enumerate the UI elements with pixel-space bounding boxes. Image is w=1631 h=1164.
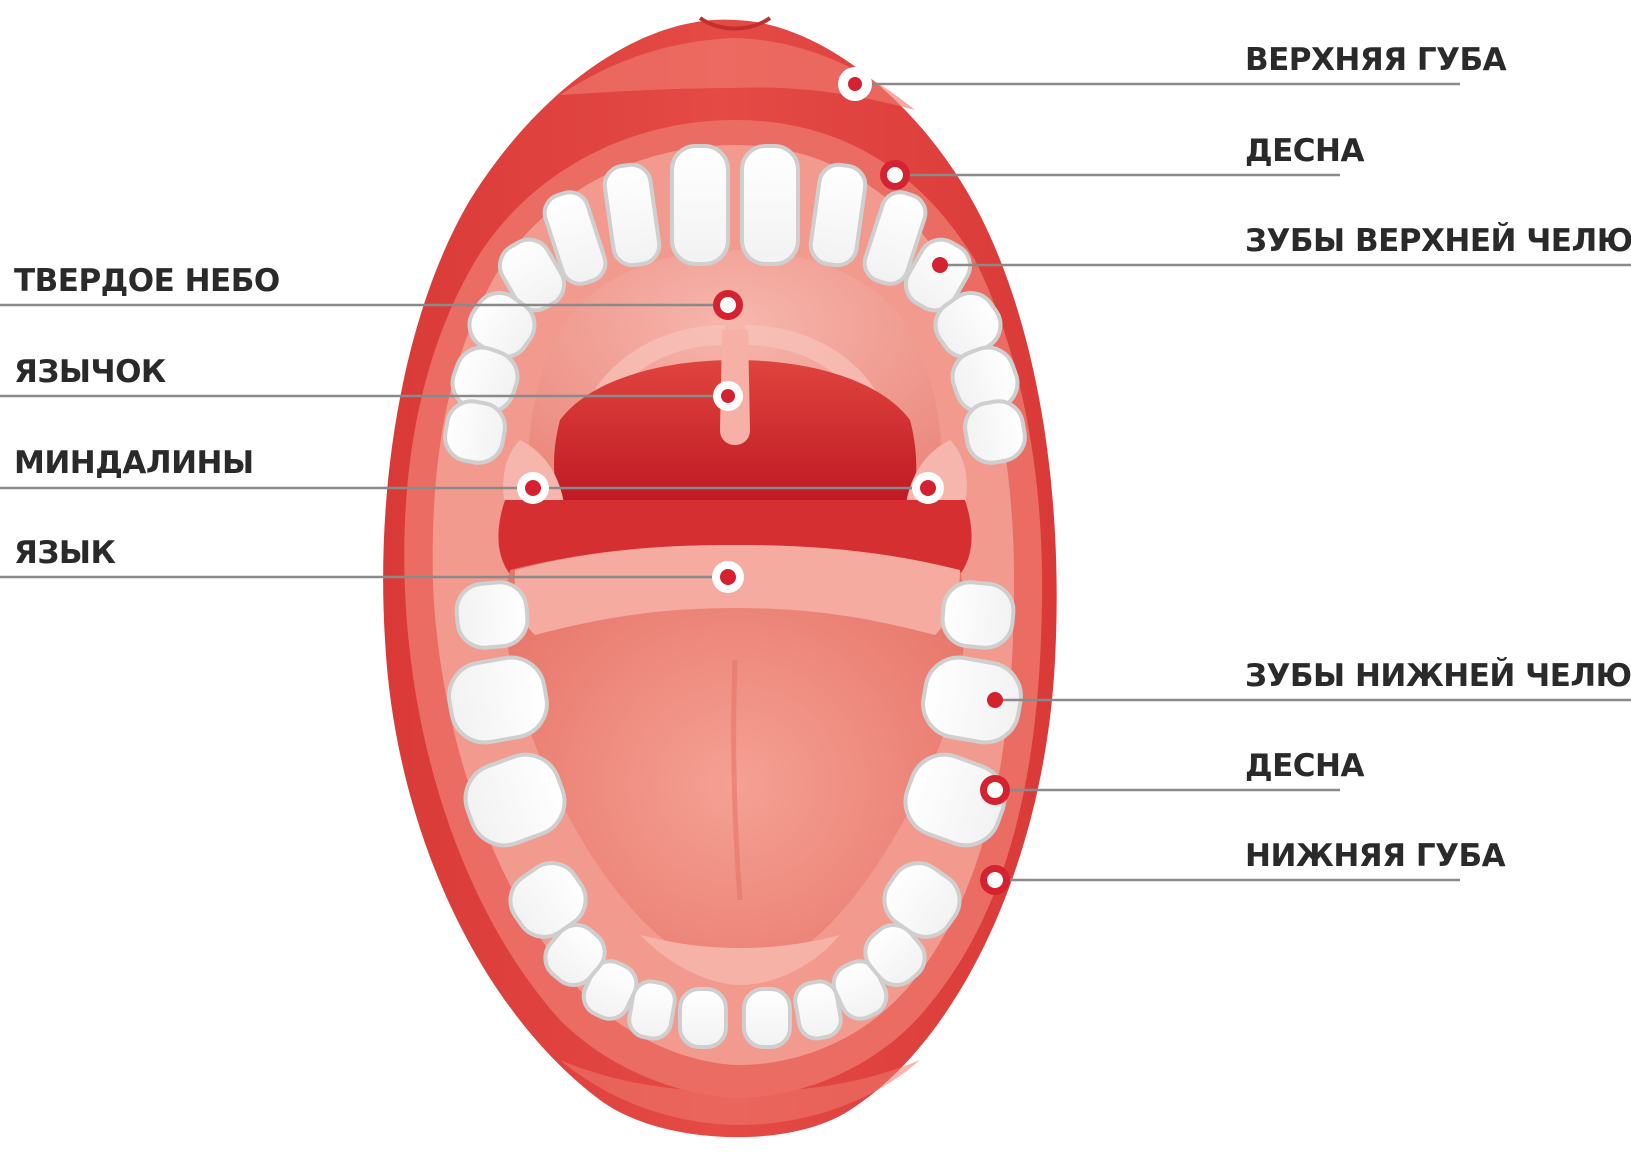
lower-tooth (940, 580, 1015, 650)
label-gum-upper: ДЕСНА (1245, 133, 1364, 169)
upper-tooth (672, 146, 728, 264)
marker-tonsil-right (912, 472, 944, 504)
marker-lower-lip (980, 865, 1010, 895)
marker-lower-teeth (987, 692, 1003, 708)
marker-upper-lip (838, 67, 872, 101)
label-lower-teeth: ЗУБЫ НИЖНЕЙ ЧЕЛЮСТИ (1245, 658, 1631, 694)
marker-uvula (713, 381, 743, 411)
lower-tooth (680, 989, 726, 1047)
label-upper-teeth: ЗУБЫ ВЕРХНЕЙ ЧЕЛЮСТИ (1245, 223, 1631, 259)
label-tonsils: МИНДАЛИНЫ (14, 445, 254, 481)
label-hard-palate: ТВЕРДОЕ НЕБО (14, 263, 280, 299)
marker-tonsil-left (517, 472, 549, 504)
label-uvula: ЯЗЫЧОК (14, 354, 166, 390)
lower-tooth (454, 580, 529, 650)
label-lower-lip: НИЖНЯЯ ГУБА (1245, 838, 1506, 874)
marker-upper-teeth (932, 257, 948, 273)
upper-tooth (742, 146, 798, 264)
label-tongue: ЯЗЫК (14, 535, 116, 571)
marker-tongue (712, 561, 744, 593)
marker-gum-lower (980, 775, 1010, 805)
label-upper-lip: ВЕРХНЯЯ ГУБА (1245, 42, 1507, 78)
marker-gum-upper (880, 160, 910, 190)
label-gum-lower: ДЕСНА (1245, 748, 1364, 784)
lower-tooth (744, 989, 790, 1047)
marker-hard-palate (713, 290, 743, 320)
